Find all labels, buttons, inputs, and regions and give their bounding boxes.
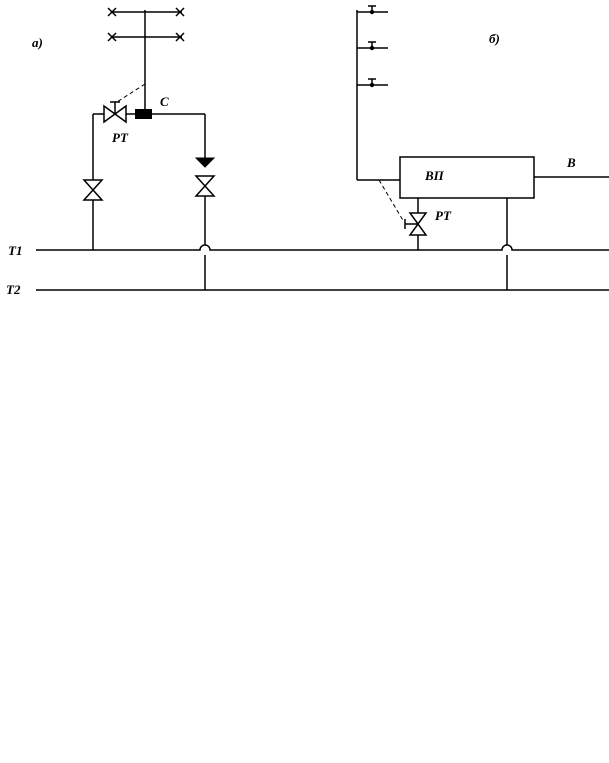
scheme-b-regulator-label: РТ <box>435 208 452 223</box>
scheme-b-label: б) <box>489 31 500 46</box>
scheme-b-riser <box>356 10 400 181</box>
impulse-line <box>378 179 405 223</box>
temperature-sensor-icon <box>135 109 152 119</box>
impulse-line <box>116 83 146 103</box>
water-heater-label: ВП <box>424 168 445 183</box>
scheme-a-regulator-label: РТ <box>112 130 129 145</box>
water-tap-icon <box>368 41 376 51</box>
water-heater-box <box>399 156 535 199</box>
scheme-a-riser <box>112 10 182 109</box>
scheme-a-label: а) <box>32 35 43 50</box>
scheme-b-heating-connections <box>417 198 508 290</box>
supply-main-label: Т1 <box>8 243 22 258</box>
temperature-regulator-icon <box>103 101 135 124</box>
temperature-regulator-icon <box>404 212 428 236</box>
return-main-label: Т2 <box>6 282 21 297</box>
gate-valve-icon <box>82 179 104 201</box>
water-tap-icon <box>368 5 376 15</box>
scheme-a-supply-branch <box>92 113 104 250</box>
radiator-end-cross-icon <box>107 7 185 42</box>
water-inlet-label: В <box>566 155 576 170</box>
check-valve-icon <box>194 157 216 168</box>
supply-main-t1 <box>36 244 609 251</box>
scheme-a-return-branch <box>152 113 206 290</box>
gate-valve-icon <box>194 175 216 197</box>
water-tap-icon <box>368 78 376 88</box>
scheme-a-sensor-label: С <box>160 94 169 109</box>
